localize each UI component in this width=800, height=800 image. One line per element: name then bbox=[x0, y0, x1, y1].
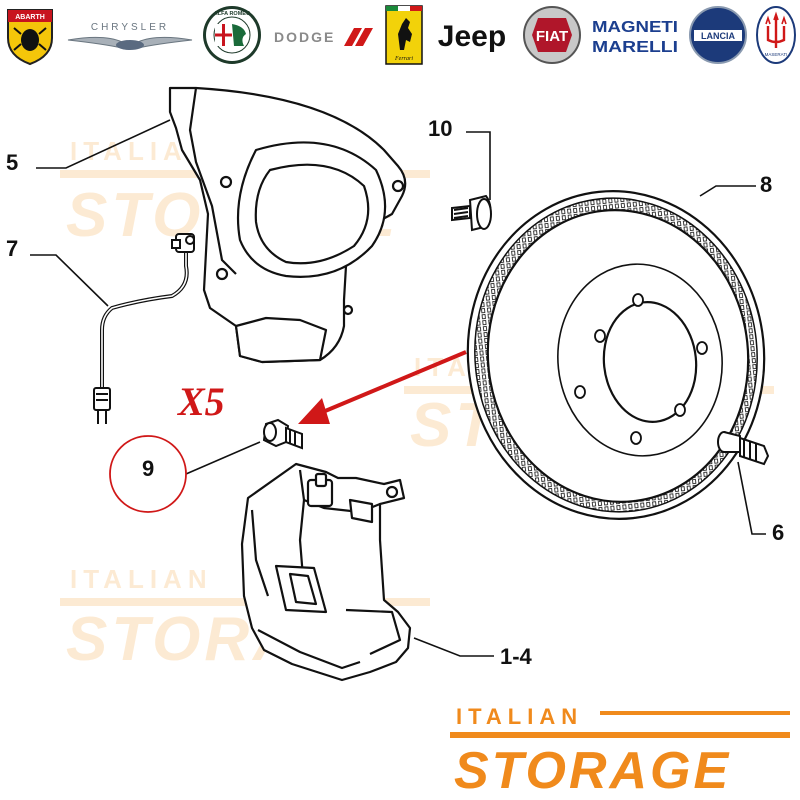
part-9-bolt bbox=[262, 418, 303, 450]
footer-logo-big: STORAGE bbox=[454, 742, 731, 796]
callout-8: 8 bbox=[760, 172, 773, 197]
highlight-circle-9 bbox=[109, 435, 187, 513]
callout-10: 10 bbox=[428, 116, 453, 141]
alfa-romeo-logo-text: ALFA ROMEO bbox=[214, 11, 251, 17]
quantity-label: X5 bbox=[178, 379, 225, 424]
dodge-logo: DODGE bbox=[274, 28, 373, 46]
lancia-logo: LANCIA bbox=[689, 6, 747, 64]
part-7-abs-sensor bbox=[93, 233, 195, 424]
svg-text:MAGNETI: MAGNETI bbox=[592, 19, 678, 36]
ferrari-logo: Ferrari bbox=[385, 5, 423, 65]
lancia-logo-text: LANCIA bbox=[701, 31, 735, 41]
jeep-logo: Jeep bbox=[438, 20, 506, 53]
watermark-bottom-small: ITALIAN bbox=[70, 564, 213, 594]
part-6-wheel-stud bbox=[717, 431, 770, 466]
part-1-4-caliper bbox=[240, 462, 412, 682]
footer-logo-small: ITALIAN bbox=[456, 704, 583, 729]
callout-9: 9 bbox=[142, 456, 155, 481]
maserati-logo: MASERATI bbox=[756, 6, 796, 64]
jeep-logo-text: Jeep bbox=[438, 20, 506, 53]
svg-text:MARELLI: MARELLI bbox=[592, 39, 678, 56]
chrysler-logo: CHRYSLER bbox=[67, 22, 193, 50]
part-5-splash-shield bbox=[168, 86, 407, 364]
italian-storage-logo: ITALIAN STORAGE bbox=[450, 704, 790, 796]
callout-6: 6 bbox=[772, 520, 785, 545]
part-8-brake-disc bbox=[466, 190, 766, 520]
maserati-logo-text: MASERATI bbox=[765, 52, 788, 57]
callout-1-4: 1-4 bbox=[500, 644, 532, 669]
brand-logo-bar: ABARTH CHRYSLER ALFA ROMEO DODGE bbox=[0, 0, 800, 72]
leader-lines bbox=[30, 119, 766, 657]
fiat-logo: FIAT bbox=[523, 6, 581, 64]
chrysler-logo-text: CHRYSLER bbox=[91, 22, 169, 33]
alfa-romeo-logo: ALFA ROMEO bbox=[203, 6, 261, 64]
callout-5: 5 bbox=[6, 150, 19, 175]
dodge-logo-text: DODGE bbox=[274, 29, 335, 45]
abarth-logo: ABARTH bbox=[7, 9, 53, 66]
part-10-bolt bbox=[451, 194, 492, 232]
fiat-logo-text: FIAT bbox=[536, 28, 568, 45]
callout-7: 7 bbox=[6, 236, 19, 261]
abarth-logo-text: ABARTH bbox=[15, 14, 45, 21]
red-pointer-arrow bbox=[298, 350, 467, 424]
magneti-marelli-logo: MAGNETI MARELLI bbox=[592, 19, 678, 56]
ferrari-logo-text: Ferrari bbox=[394, 56, 413, 62]
